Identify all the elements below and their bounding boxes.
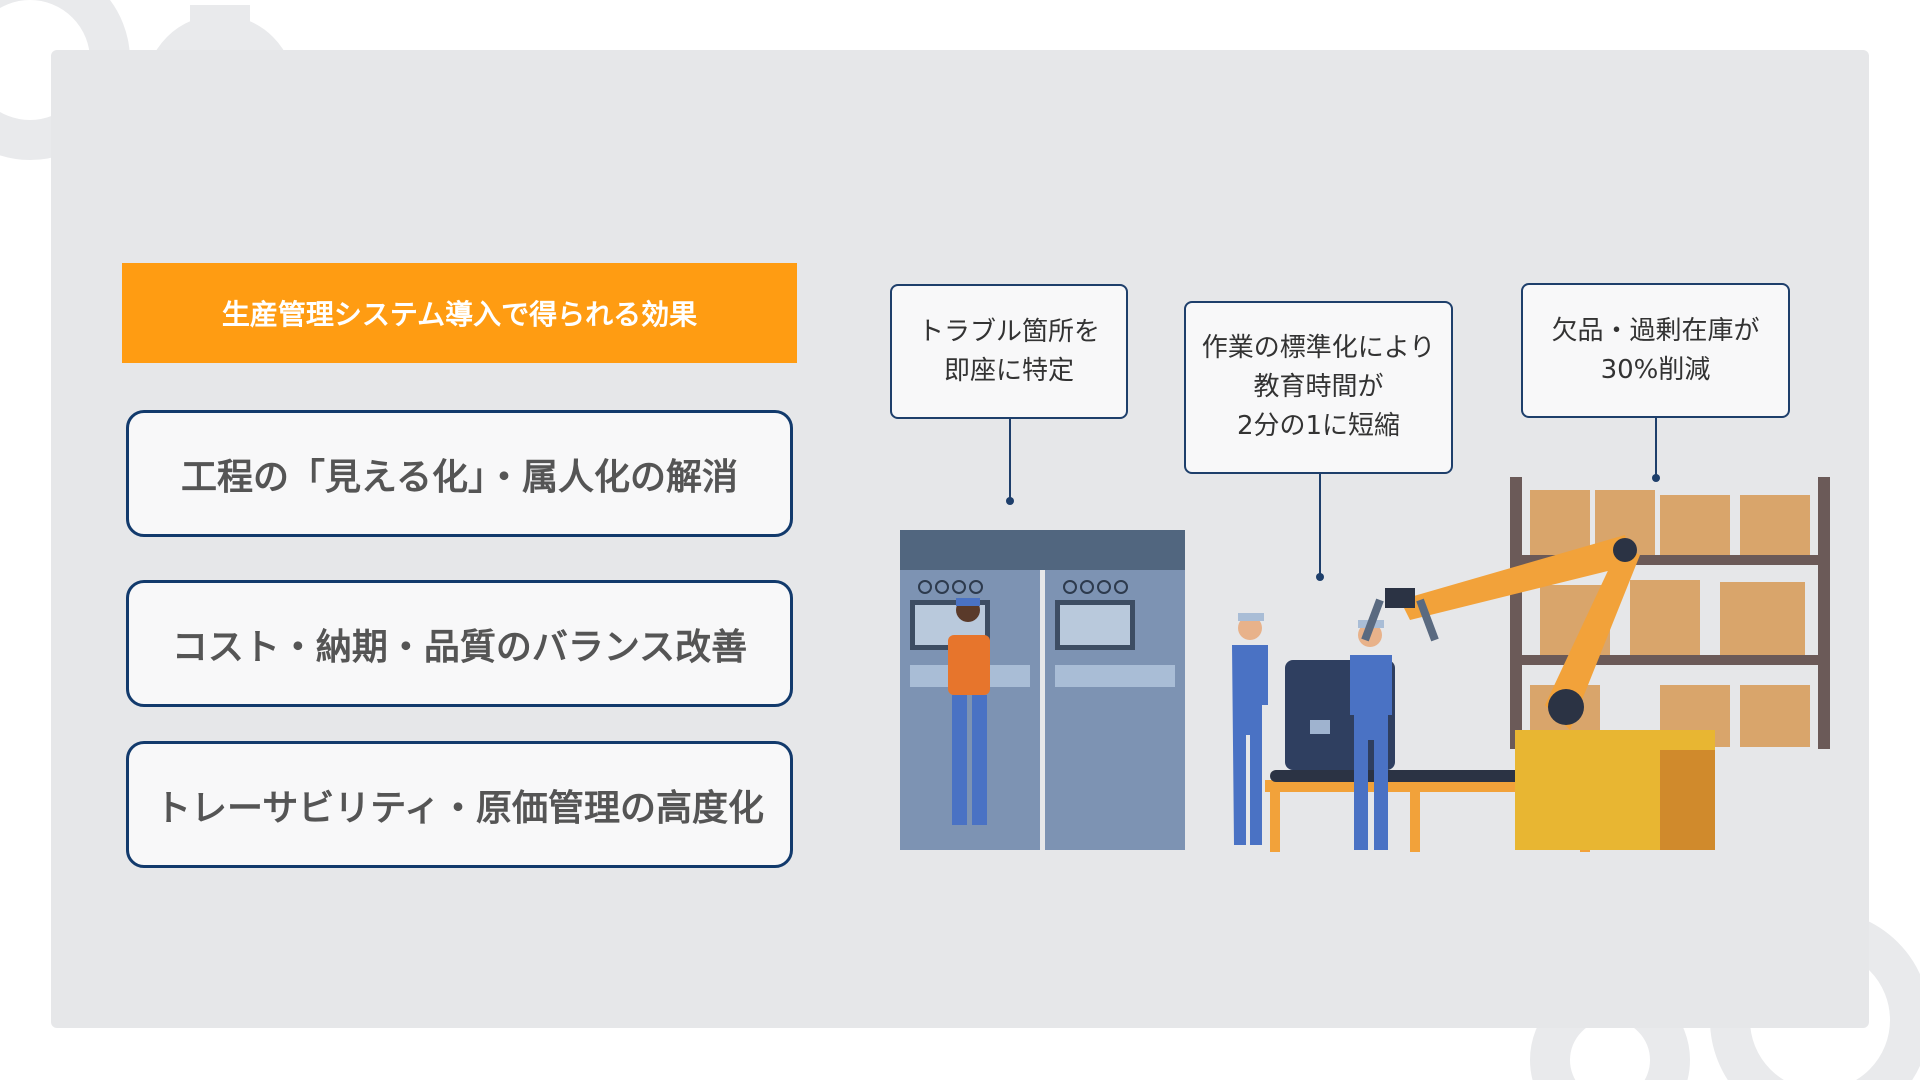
connector-dot — [1652, 474, 1660, 482]
connector-line — [1655, 418, 1657, 479]
storage-shelf-icon — [1510, 477, 1830, 749]
worker-icon — [1232, 613, 1268, 845]
callout-line: 作業の標準化により — [1201, 333, 1436, 363]
benefit-item: コスト・納期・品質のバランス改善 — [126, 580, 793, 707]
callout-troubleshoot: トラブル箇所を 即座に特定 — [890, 284, 1128, 419]
factory-illustration — [900, 477, 1830, 852]
connector-line — [1009, 419, 1011, 502]
callout-line: 即座に特定 — [943, 355, 1074, 386]
callout-line: 2分の1に短縮 — [1236, 411, 1401, 441]
connector-line — [1319, 474, 1321, 578]
connector-dot — [1006, 497, 1014, 505]
callout-line: 教育時間が — [1253, 372, 1384, 402]
callout-line: 欠品・過剰在庫が — [1551, 315, 1760, 346]
connector-dot — [1316, 573, 1324, 581]
callout-inventory: 欠品・過剰在庫が 30%削減 — [1521, 283, 1790, 418]
callout-line: トラブル箇所を — [917, 316, 1100, 347]
control-cabinet-icon — [900, 530, 1185, 850]
callout-standardization: 作業の標準化により 教育時間が 2分の1に短縮 — [1184, 301, 1453, 474]
benefit-item: 工程の「見える化」・属人化の解消 — [126, 410, 793, 537]
benefit-item: トレーサビリティ・原価管理の高度化 — [126, 741, 793, 868]
worker-icon — [1350, 620, 1392, 850]
callout-line: 30%削減 — [1600, 354, 1711, 385]
worker-icon — [948, 598, 990, 825]
section-title: 生産管理システム導入で得られる効果 — [122, 263, 797, 363]
robot-arm-icon — [1361, 535, 1715, 850]
